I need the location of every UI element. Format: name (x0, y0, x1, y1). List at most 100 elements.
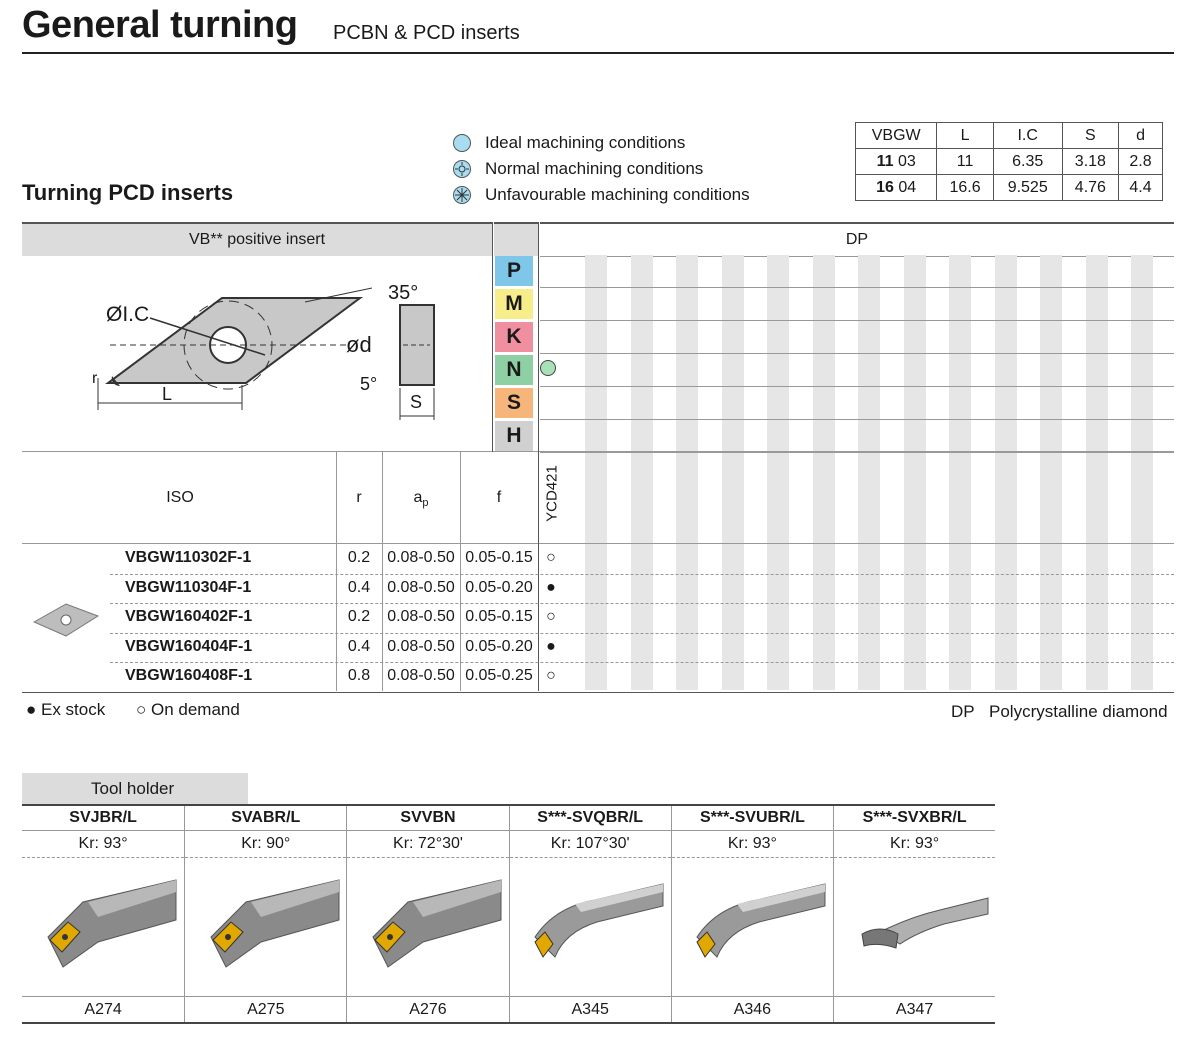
availability-mark: ○ (546, 608, 556, 626)
tool-holder-kr: Kr: 90° (185, 830, 347, 858)
tool-holder-page-ref[interactable]: A346 (671, 996, 833, 1019)
col-header-ap-text: a (413, 489, 423, 506)
insert-ap: 0.08-0.50 (387, 578, 455, 596)
dims-code-size: 16 (876, 178, 894, 196)
tool-holder-name: SVJBR/L (69, 809, 137, 826)
legend-unfavourable-label: Unfavourable machining conditions (485, 185, 750, 204)
dims-ic: 6.35 (992, 148, 1063, 175)
tool-holder-title: Tool holder (91, 779, 175, 798)
grade-column-stripe (903, 255, 926, 690)
ideal-circle-icon (453, 134, 471, 152)
table-top-line (22, 451, 1174, 452)
dims-header-s: S (1061, 122, 1120, 149)
r-label: r (92, 370, 98, 387)
insert-feed: 0.05-0.15 (465, 608, 533, 626)
col-header-ap-sub: p (422, 497, 429, 510)
material-header-band (494, 222, 538, 256)
grade-header: DP (845, 231, 869, 248)
insert-code: VBGW160404F-1 (125, 637, 253, 655)
tool-holder-card[interactable]: S***-SVXBR/L Kr: 93° A347 (833, 806, 996, 1022)
page-title: General turning (22, 4, 298, 46)
legend-ideal-label: Ideal machining conditions (485, 133, 686, 152)
col-header-ap: ap (382, 489, 460, 509)
s-label: S (410, 392, 423, 412)
tool-holder-image (696, 883, 826, 958)
vline-r (336, 451, 337, 691)
grade-column-stripe (1085, 255, 1108, 690)
grade-label: YCD421 (543, 465, 561, 522)
material-group-h: H (495, 421, 533, 451)
vline-ap (382, 451, 383, 691)
grade-column-stripe (585, 255, 607, 690)
ex-stock-legend: ● Ex stock (26, 700, 106, 719)
insert-radius: 0.4 (347, 637, 371, 655)
dims-row: 16 04 16.6 9.525 4.76 4.4 (854, 174, 1163, 201)
insert-feed: 0.05-0.20 (465, 578, 533, 596)
material-row-line (540, 419, 1174, 420)
insert-radius: 0.8 (347, 667, 371, 685)
tool-holder-page-ref[interactable]: A345 (509, 996, 671, 1019)
insert-feed: 0.05-0.15 (465, 549, 533, 566)
tool-holder-page-ref[interactable]: A275 (185, 996, 347, 1019)
angle-label: 35° (388, 282, 419, 304)
ic-arrow (149, 317, 266, 356)
insert-feed: 0.05-0.25 (465, 667, 533, 685)
tool-holder-page-ref[interactable]: A347 (834, 996, 996, 1019)
tool-holder-kr: Kr: 93° (834, 830, 996, 858)
legend-normal: Normal machining conditions (453, 156, 750, 182)
grade-column-stripe (676, 255, 698, 690)
angle-line (304, 287, 373, 303)
grade-column-stripe (1131, 255, 1153, 690)
insert-code: VBGW110304F-1 (125, 578, 252, 596)
dims-code: 16 04 (854, 174, 938, 201)
table-header-bottom-line (22, 543, 1174, 544)
tool-holder-kr: Kr: 93° (671, 830, 833, 858)
insert-ap: 0.08-0.50 (387, 667, 455, 685)
tool-holder-image (861, 897, 989, 949)
tool-holder-name: SVVBN (400, 809, 456, 826)
material-group-n: N (495, 355, 533, 385)
dims-row: 11 03 11 6.35 3.18 2.8 (854, 148, 1163, 175)
availability-mark: ○ (546, 667, 556, 685)
material-row-line (540, 452, 1174, 453)
col-header-iso: ISO (166, 489, 194, 506)
insert-radius: 0.2 (347, 549, 371, 566)
grade-column-stripe (994, 255, 1017, 690)
ic-label: ØI.C (106, 303, 150, 326)
tool-holder-page-ref[interactable]: A276 (347, 996, 509, 1019)
insert-ap: 0.08-0.50 (387, 549, 455, 566)
grade-column-stripe (721, 255, 744, 690)
insert-code: VBGW160402F-1 (125, 608, 253, 626)
grade-label-box: YCD421 (540, 455, 564, 541)
dims-l: 16.6 (936, 174, 994, 201)
tool-holder-name: S***-SVQBR/L (537, 809, 644, 826)
tool-holder-top-rule (22, 804, 995, 806)
insert-header: VB** positive insert (188, 231, 326, 248)
dims-d: 2.8 (1118, 148, 1163, 175)
corner-radius (111, 376, 120, 387)
tool-holder-page-ref[interactable]: A274 (22, 996, 185, 1019)
material-row-line (540, 353, 1174, 354)
grade-column-stripe (812, 255, 835, 690)
material-group-k: K (495, 322, 533, 352)
material-row-line (540, 386, 1174, 387)
tool-holder-name: S***-SVXBR/L (862, 809, 967, 826)
dims-code-thickness: 04 (898, 178, 917, 196)
tool-holder-image (47, 879, 177, 968)
title-rule (22, 52, 1174, 54)
tool-holder-card[interactable]: SVVBN Kr: 72°30' A276 (346, 806, 509, 1022)
dims-code: 11 03 (854, 148, 938, 175)
row-divider (110, 662, 1174, 664)
row-divider (110, 573, 1174, 575)
tool-holder-kr: Kr: 72°30' (347, 830, 509, 858)
clearance-label: 5° (360, 374, 378, 394)
table-bottom-line (22, 692, 1174, 693)
tool-holder-image (210, 879, 340, 968)
grade-column-stripe (949, 255, 971, 690)
tool-holder-image (534, 883, 664, 958)
dims-header-row: VBGW L I.C S d (854, 122, 1163, 149)
